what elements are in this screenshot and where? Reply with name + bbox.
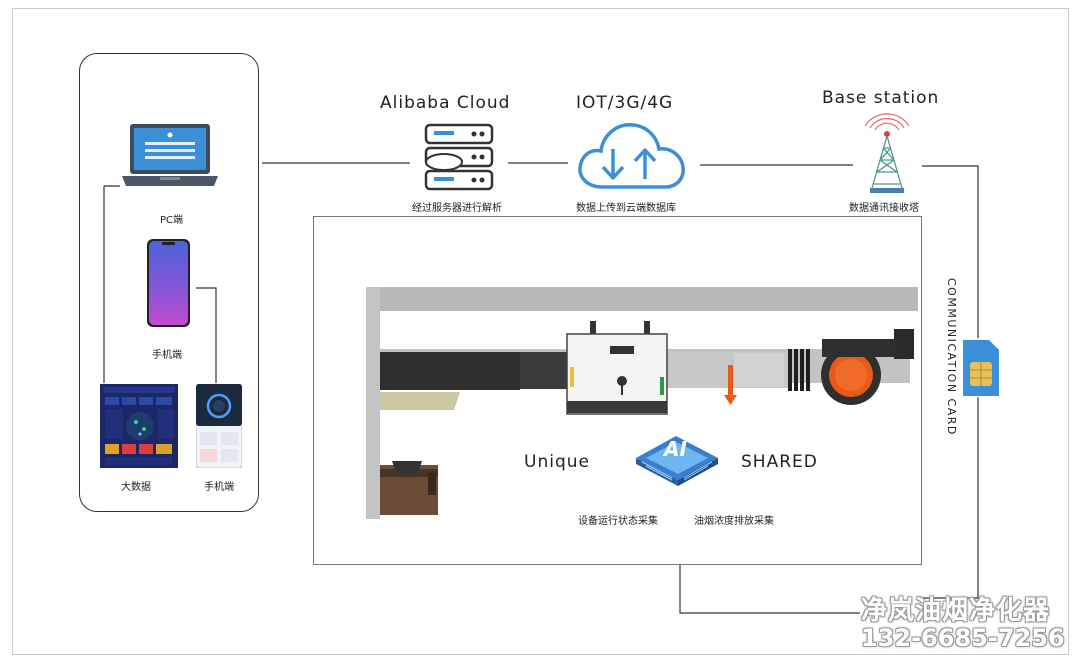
sim-card-icon xyxy=(963,340,999,396)
cloud-upload-icon xyxy=(578,123,685,189)
watermark-phone: 132-6685-7256 xyxy=(861,624,1065,652)
shared-label: SHARED xyxy=(741,452,818,472)
phone-app-icon xyxy=(196,384,242,468)
watermark-company: 净岚油烟净化器 xyxy=(861,596,1051,626)
ai-chip-text: AI xyxy=(664,437,687,461)
base-station-tower-icon xyxy=(864,113,910,193)
line-pc-bigdata xyxy=(103,185,120,383)
mobile-label: 手机端 xyxy=(152,350,182,361)
exhaust-system-illustration xyxy=(366,287,918,519)
line-card-bottom xyxy=(918,397,979,599)
phone-icon xyxy=(147,239,190,327)
ai-chip-icon xyxy=(636,436,718,486)
base-station-caption: 数据通讯接收塔 xyxy=(849,203,919,214)
line-mobile-phone xyxy=(196,287,217,383)
status-caption: 设备运行状态采集 xyxy=(578,516,658,527)
server-icon xyxy=(424,123,494,191)
cloud-title: Alibaba Cloud xyxy=(380,93,511,113)
network-caption: 数据上传到云端数据库 xyxy=(576,203,676,214)
cloud-caption: 经过服务器进行解析 xyxy=(412,203,502,214)
laptop-icon xyxy=(122,124,218,186)
mobile-label-2: 手机端 xyxy=(204,482,234,493)
bigdata-label: 大数据 xyxy=(121,482,151,493)
oil-caption: 油烟浓度排放采集 xyxy=(694,516,774,527)
dashboard-screen-icon xyxy=(100,384,178,468)
line-base-card xyxy=(922,165,979,338)
unique-label: Unique xyxy=(524,452,590,472)
base-station-title: Base station xyxy=(822,88,940,108)
terminal-panel xyxy=(79,53,259,512)
network-title: IOT/3G/4G xyxy=(576,93,674,113)
communication-card-label: COMMUNICATION CARD xyxy=(945,278,958,436)
diagram-frame xyxy=(12,8,1069,655)
pc-label: PC端 xyxy=(160,215,184,226)
communication-card-label-wrap: COMMUNICATION CARD xyxy=(942,278,960,458)
